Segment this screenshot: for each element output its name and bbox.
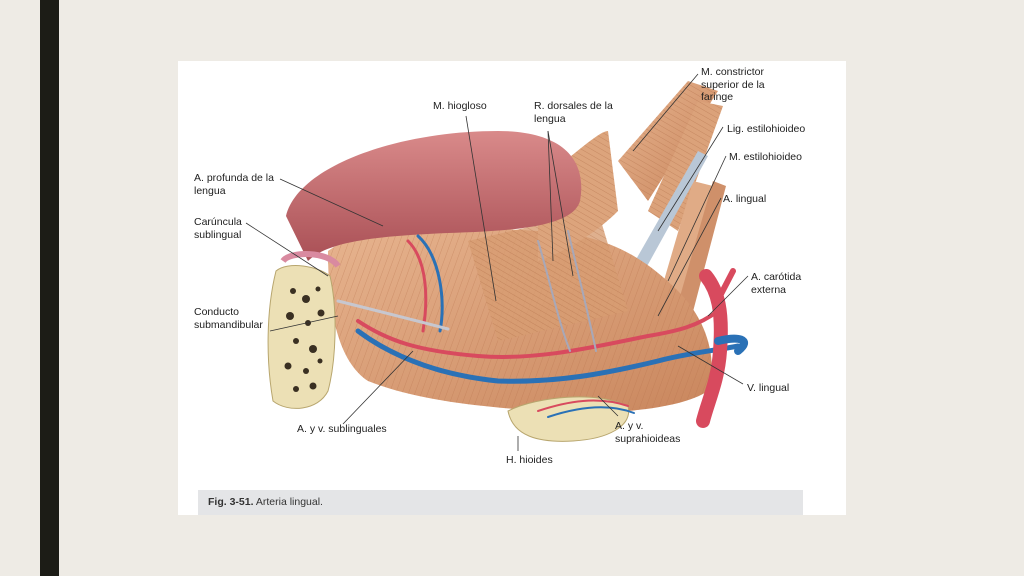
label-hiogloso: M. hiogloso <box>433 100 487 112</box>
label-sublinguales: A. y v. sublinguales <box>297 423 387 435</box>
label-lingual-v: V. lingual <box>747 382 790 394</box>
caption-text: Arteria lingual. <box>255 496 323 508</box>
carotid-artery <box>696 268 749 428</box>
label-constrictor: M. constrictor superior de la faringe <box>701 66 765 103</box>
figure-caption: Fig. 3-51. Arteria lingual. <box>198 490 803 515</box>
label-carotida: A. carótida externa <box>751 271 802 296</box>
slide-side-bar <box>40 0 59 576</box>
anatomy-illustration <box>245 73 749 451</box>
label-estilohioideo-lig: Lig. estilohioideo <box>727 123 806 135</box>
label-caruncula: Carúncula sublingual <box>194 216 242 241</box>
label-lingual-a: A. lingual <box>723 193 767 205</box>
label-suprahioideas: A. y v. suprahioideas <box>615 420 681 445</box>
mandible-bone <box>267 251 341 409</box>
caption-number: Fig. 3-51. <box>208 496 254 508</box>
figure-panel: M. constrictor superior de la faringe M.… <box>178 61 846 515</box>
label-hioides: H. hioides <box>506 454 553 466</box>
label-profunda: A. profunda de la lengua <box>194 172 274 197</box>
label-dorsales: R. dorsales de la lengua <box>534 100 613 125</box>
label-estilohioideo-m: M. estilohioideo <box>729 151 802 163</box>
tongue-dorsum <box>286 131 582 261</box>
label-conducto: Conducto submandibular <box>194 306 263 331</box>
leader-lines <box>245 73 749 451</box>
